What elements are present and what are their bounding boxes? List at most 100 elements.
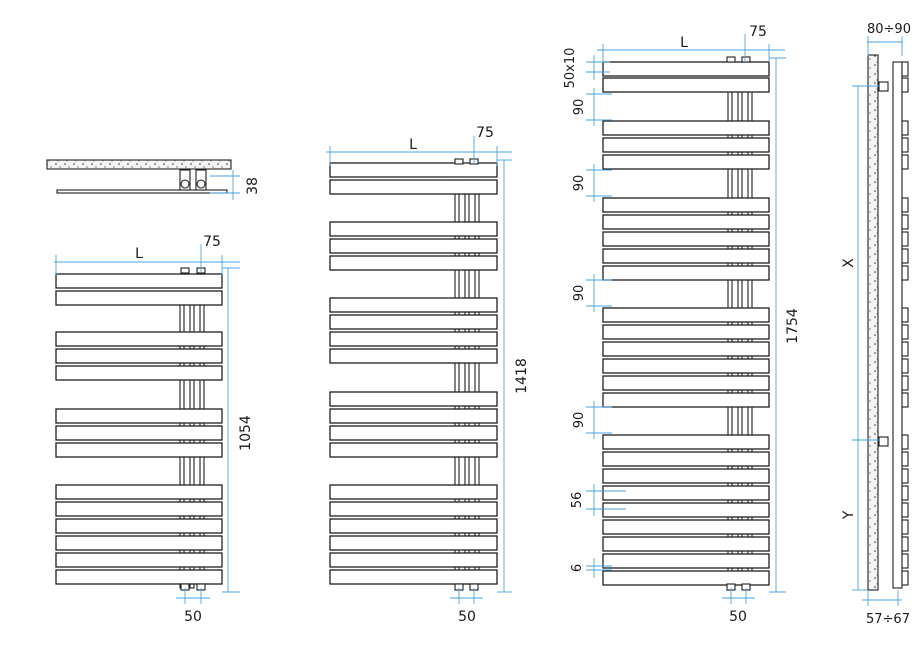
radiator-large-gap-label: 90 <box>572 99 587 116</box>
radiator-large: L 75 1754 50 50x10 90 90 90 90 56 <box>563 24 801 625</box>
radiator-large-pipe-spacing-label: 50 <box>729 609 747 625</box>
radiator-medium-bar <box>329 297 498 313</box>
radiator-medium-bar <box>329 501 498 517</box>
radiator-large-bar <box>602 265 770 281</box>
side-view-tube <box>901 468 909 484</box>
side-view-tubes <box>901 61 909 586</box>
side-view-lower-height-label: Y <box>841 510 857 520</box>
radiator-large-bar <box>602 536 770 552</box>
radiator-large-valve <box>726 56 736 63</box>
radiator-large-bar <box>602 231 770 247</box>
side-view-tube <box>901 77 909 93</box>
radiator-large-bar <box>602 341 770 357</box>
radiator-medium-bar <box>329 442 498 458</box>
radiator-medium-bar <box>329 391 498 407</box>
radiator-large-gap-label: 90 <box>572 412 587 429</box>
radiator-small-pipe-spacing-label: 50 <box>184 609 202 625</box>
radiator-small-bar <box>55 535 223 551</box>
side-view-tube <box>901 154 909 170</box>
radiator-medium-bar <box>329 484 498 500</box>
radiator-small-bars <box>55 273 223 585</box>
side-view-tube <box>901 570 909 586</box>
side-view-tube <box>901 214 909 230</box>
side-view-tube <box>901 375 909 391</box>
radiator-large-bar <box>602 468 770 484</box>
radiator-large-bar <box>602 519 770 535</box>
radiator-large-bars <box>602 61 770 586</box>
radiator-medium-bar <box>329 238 498 254</box>
radiator-large-bar <box>602 307 770 323</box>
radiator-small-valve <box>180 267 190 274</box>
side-view-tube <box>901 231 909 247</box>
radiator-large-height-label: 1754 <box>785 308 801 344</box>
radiator-large-valve <box>741 56 751 63</box>
side-view-tube <box>901 120 909 136</box>
side-view-tube <box>901 61 909 77</box>
radiator-large-bar <box>602 570 770 586</box>
radiator-large-bar <box>602 358 770 374</box>
top-view-valve-right-cap <box>196 179 206 189</box>
radiator-small-bar <box>55 484 223 500</box>
radiator-medium-bar <box>329 552 498 568</box>
radiator-large-width-label: L <box>680 35 688 51</box>
radiator-medium-pipe-spacing-label: 50 <box>458 609 476 625</box>
radiator-large-gap-label: 90 <box>572 285 587 302</box>
radiator-large-bar <box>602 197 770 213</box>
side-view-bracket-top <box>878 81 889 92</box>
radiator-medium-bar <box>329 331 498 347</box>
radiator-large-bar <box>602 137 770 153</box>
radiator-large-bar <box>602 434 770 450</box>
radiator-small-bar <box>55 569 223 585</box>
radiator-small-bar <box>55 442 223 458</box>
radiator-large-gap-label: 90 <box>572 175 587 192</box>
radiator-medium-bar <box>329 408 498 424</box>
radiator-medium-valve <box>454 158 464 165</box>
radiator-large-tube-section-label: 50x10 <box>563 48 578 89</box>
radiator-large-offset-label: 75 <box>749 24 767 40</box>
radiator-large-group-height-label: 56 <box>570 492 585 509</box>
side-view-tube <box>901 307 909 323</box>
side-view-tube <box>901 536 909 552</box>
radiator-medium-bar <box>329 348 498 364</box>
radiator-large-bar <box>602 502 770 518</box>
radiator-large-bar <box>602 61 770 77</box>
side-view-tube <box>901 485 909 501</box>
side-view-tube <box>901 137 909 153</box>
side-view-tube <box>901 248 909 264</box>
radiator-medium: L 75 1418 50 <box>326 125 530 625</box>
radiator-large-bar <box>602 392 770 408</box>
radiator-small-bar <box>55 501 223 517</box>
radiator-medium-bar <box>329 221 498 237</box>
radiator-medium-bar <box>329 314 498 330</box>
radiator-large-bar <box>602 77 770 93</box>
radiator-small-bar <box>55 518 223 534</box>
radiator-small-bar <box>55 408 223 424</box>
radiator-large-bar <box>602 248 770 264</box>
side-view: 80÷90 57÷67 X Y <box>841 22 911 627</box>
radiator-medium-bars <box>329 162 498 585</box>
radiator-large-bar <box>602 553 770 569</box>
side-view-tube <box>901 434 909 450</box>
radiator-large-bar <box>602 120 770 136</box>
side-view-radiator <box>892 61 903 589</box>
radiator-small-bar <box>55 348 223 364</box>
side-view-bracket-bottom <box>878 436 889 447</box>
radiator-small-bar <box>55 365 223 381</box>
side-view-tube <box>901 341 909 357</box>
radiator-medium-bar <box>329 162 498 178</box>
side-view-tube <box>901 265 909 281</box>
radiator-small-width-label: L <box>135 246 143 262</box>
radiator-medium-bar <box>329 425 498 441</box>
side-view-tube <box>901 197 909 213</box>
side-view-tube <box>901 553 909 569</box>
radiator-large-bottom-gap-label: 6 <box>570 564 585 572</box>
radiator-small-bar <box>55 425 223 441</box>
radiator-small-bar <box>55 331 223 347</box>
side-view-tube <box>901 392 909 408</box>
side-view-wall-distance-label: 80÷90 <box>867 22 911 37</box>
radiator-medium-bar <box>329 518 498 534</box>
radiator-small-height-label: 1054 <box>238 415 254 451</box>
side-view-tube <box>901 324 909 340</box>
side-view-upper-height-label: X <box>841 258 857 268</box>
